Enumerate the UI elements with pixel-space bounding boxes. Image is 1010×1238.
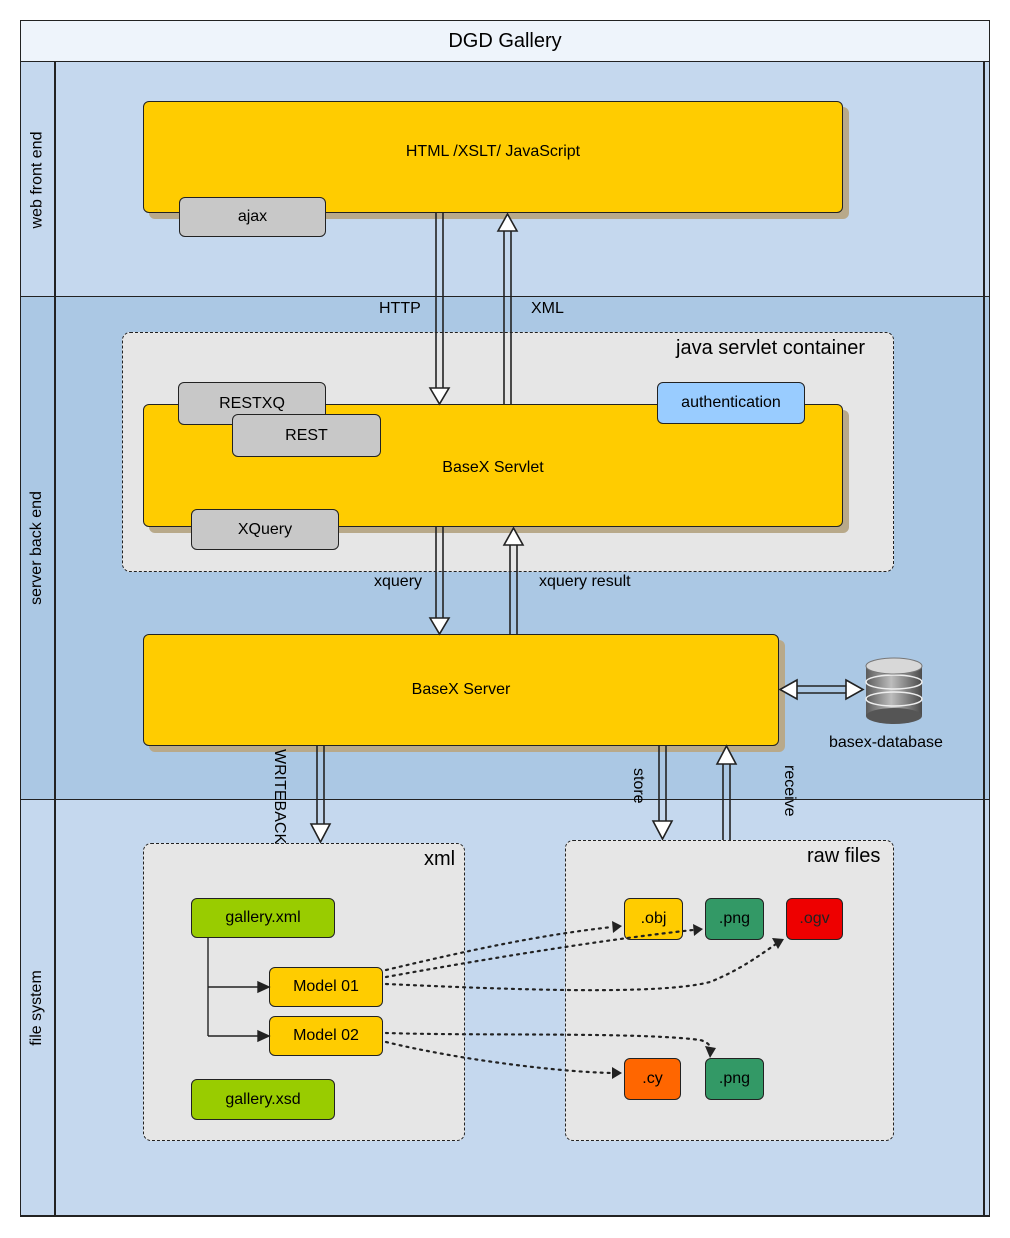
writeback-label: WRITEBACK [271, 749, 288, 845]
store-label: store [630, 768, 647, 804]
diagram-title-bar: DGD Gallery [20, 20, 990, 62]
gallery-xsd-box: gallery.xsd [191, 1079, 335, 1120]
xquery-label: xquery [374, 573, 423, 590]
right-edge-line [983, 62, 985, 1217]
cy-file-box: .cy [624, 1058, 681, 1100]
lane-label-fs: file system [28, 970, 46, 1046]
rest-box: REST [232, 414, 381, 457]
authentication-box: authentication [657, 382, 805, 424]
obj-file-box: .obj [624, 898, 683, 940]
lane-label-web: web front end [28, 131, 46, 228]
xquery-result-label: xquery result [539, 573, 631, 590]
ogv-file-box: .ogv [786, 898, 843, 940]
png-file-box-2: .png [705, 1058, 764, 1100]
model01-box: Model 01 [269, 967, 383, 1007]
xquery-box: XQuery [191, 509, 339, 550]
diagram-title: DGD Gallery [448, 29, 562, 52]
model02-box: Model 02 [269, 1016, 383, 1056]
basex-server-box: BaseX Server [143, 634, 779, 746]
http-label: HTTP [379, 300, 421, 317]
raw-files-title: raw files [807, 845, 881, 867]
servlet-container-title: java servlet container [676, 337, 865, 359]
lane-header-divider [54, 62, 56, 1217]
xml-label: XML [531, 300, 564, 317]
frontend-box: HTML /XSLT/ JavaScript [143, 101, 843, 213]
gallery-xml-box: gallery.xml [191, 898, 335, 938]
receive-label: receive [781, 765, 798, 817]
png-file-box-1: .png [705, 898, 764, 940]
database-label: basex-database [829, 734, 943, 751]
ajax-box: ajax [179, 197, 326, 237]
xml-container-title: xml [424, 848, 456, 870]
lane-label-server: server back end [28, 491, 45, 605]
